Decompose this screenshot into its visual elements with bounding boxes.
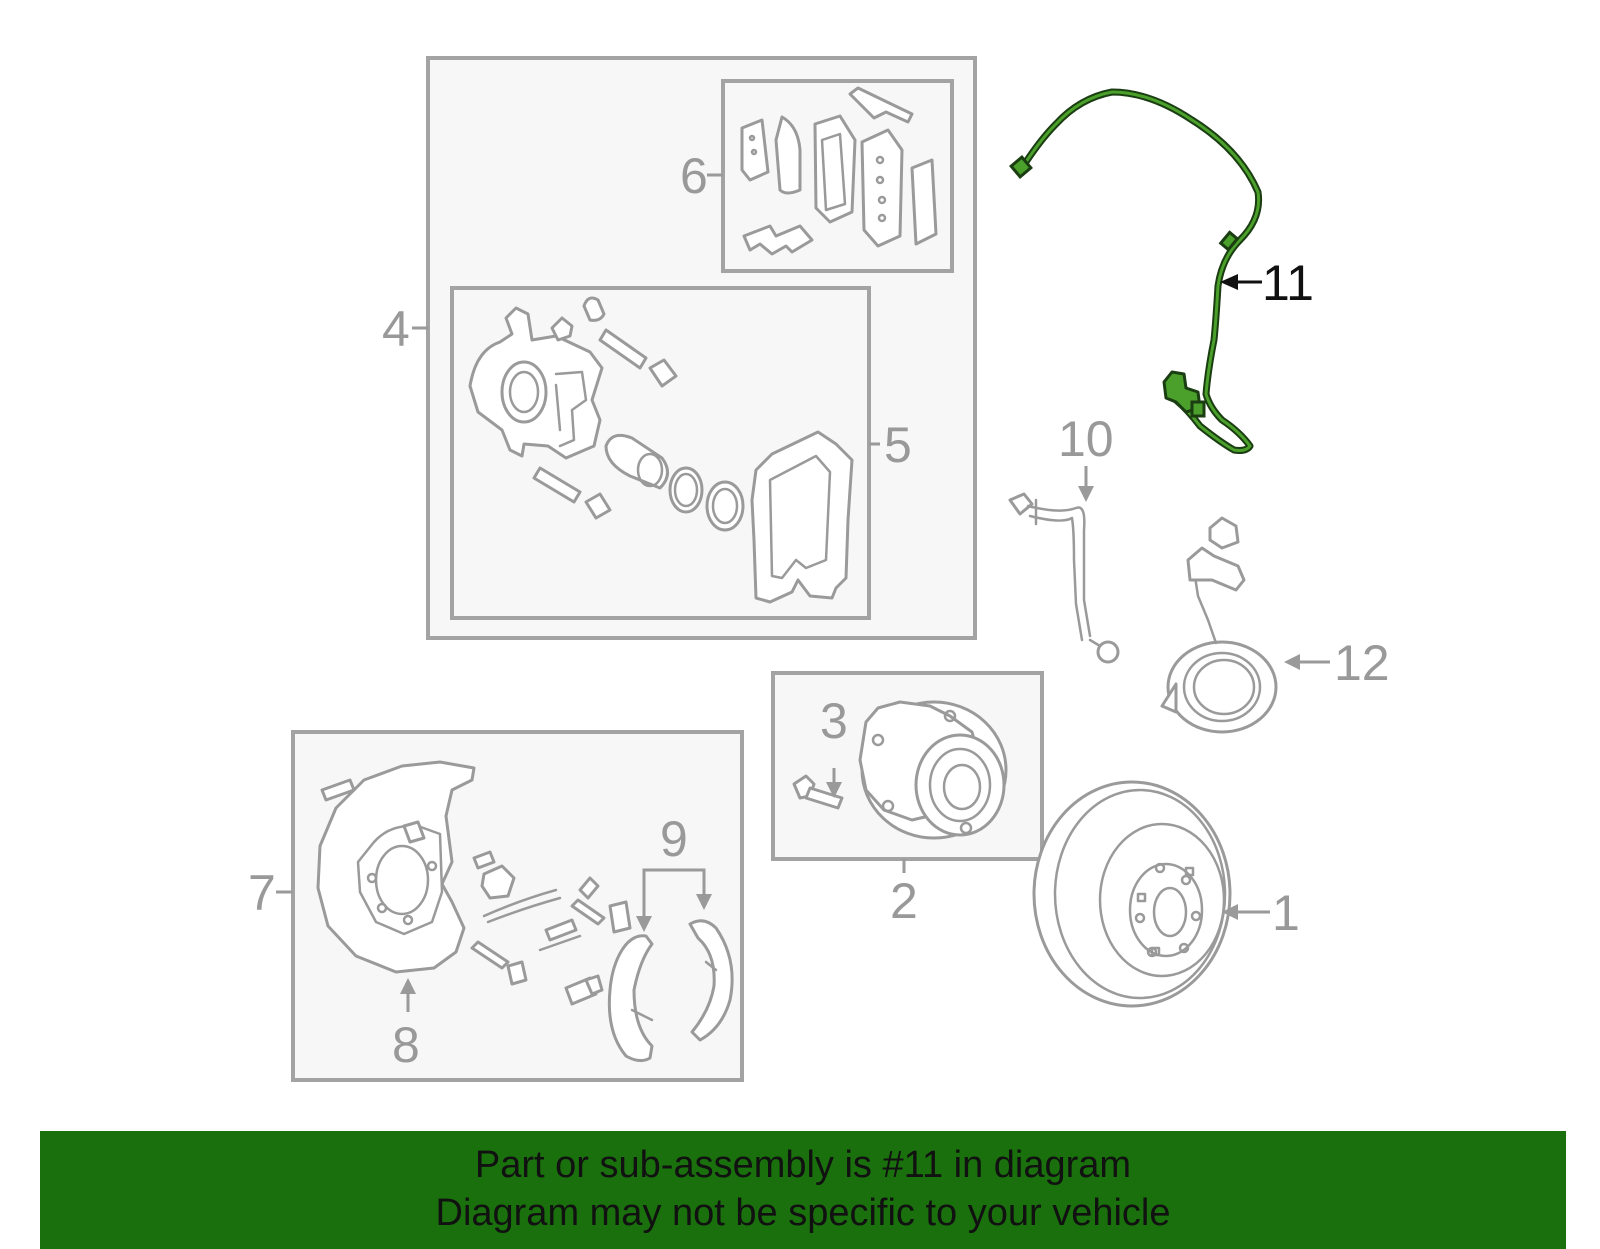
- part-6-brake-pads[interactable]: [740, 86, 938, 256]
- callout-8: 8: [392, 1017, 420, 1073]
- part-3-hub-bolt[interactable]: [792, 774, 844, 810]
- callout-11: 11: [1262, 255, 1314, 311]
- banner-line-1: Part or sub-assembly is #11 in diagram: [474, 1144, 1132, 1186]
- callout-6: 6: [680, 148, 708, 204]
- part-9-brake-shoes[interactable]: [607, 919, 734, 1063]
- callout-1: 1: [1272, 885, 1300, 941]
- callout-12: 12: [1334, 635, 1390, 691]
- part-11-abs-sensor-wire[interactable]: [1009, 88, 1263, 454]
- callout-4: 4: [382, 301, 410, 357]
- part-8-backing-plate[interactable]: [316, 760, 476, 974]
- callout-9: 9: [660, 811, 688, 867]
- callout-2: 2: [890, 873, 918, 929]
- parking-brake-hardware[interactable]: [470, 850, 632, 1006]
- callout-10: 10: [1058, 411, 1114, 467]
- part-5-caliper[interactable]: [468, 296, 854, 604]
- part-12-speed-sensor[interactable]: [1160, 516, 1278, 734]
- part-10-brake-hose[interactable]: [1008, 492, 1120, 664]
- part-1-brake-rotor[interactable]: [1032, 780, 1232, 1008]
- callout-3: 3: [820, 693, 848, 749]
- banner-line-2: Diagram may not be specific to your vehi…: [435, 1192, 1171, 1234]
- part-2-hub-bearing[interactable]: [858, 700, 1008, 840]
- info-banner: Part or sub-assembly is #11 in diagram D…: [40, 1131, 1566, 1249]
- callout-7: 7: [248, 865, 276, 921]
- callout-5: 5: [884, 417, 912, 473]
